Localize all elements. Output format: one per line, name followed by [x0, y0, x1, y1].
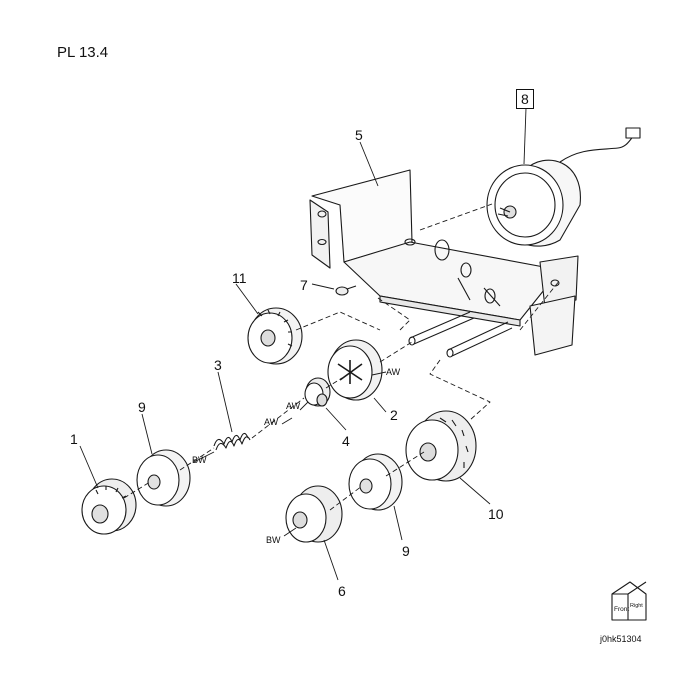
callout-6: 6 [338, 583, 346, 599]
orientation-front-label: Front [614, 606, 629, 613]
callout-11: 11 [232, 270, 247, 286]
figure-id: j0hk51304 [600, 634, 642, 644]
gear-1 [81, 478, 137, 535]
mark-bw-gear9: BW [192, 455, 207, 465]
callout-3: 3 [214, 357, 222, 373]
orientation-right-label: Right [630, 603, 643, 609]
gear-11 [247, 307, 303, 365]
callout-2: 2 [390, 407, 398, 423]
leader-lines [79, 107, 527, 581]
bracket-part [309, 169, 579, 358]
orientation-cube [611, 581, 647, 621]
gear-6 [285, 485, 343, 543]
mark-aw-spring: AW [264, 417, 279, 427]
mark-bw-gear6: BW [266, 535, 281, 545]
spring-3 [213, 432, 251, 451]
callout-10: 10 [488, 506, 504, 522]
callout-5: 5 [355, 127, 363, 143]
motor-part [486, 127, 641, 247]
callout-4: 4 [342, 433, 350, 449]
callout-7: 7 [300, 277, 308, 293]
callout-8: 8 [516, 89, 534, 109]
gear-4 [304, 377, 331, 407]
assembly-lines [123, 203, 561, 511]
callout-9-right: 9 [402, 543, 410, 559]
mark-aw-gear2: AW [386, 367, 401, 377]
screw-7 [335, 285, 357, 296]
gear-9-left [136, 449, 191, 507]
plate-title: PL 13.4 [57, 44, 109, 61]
gear-10 [405, 410, 477, 482]
gear-9-right [348, 453, 403, 511]
callout-9-left: 9 [138, 399, 146, 415]
gear-2 [327, 339, 383, 401]
mark-aw-gear4: AW [286, 401, 301, 411]
callout-1: 1 [70, 431, 78, 447]
